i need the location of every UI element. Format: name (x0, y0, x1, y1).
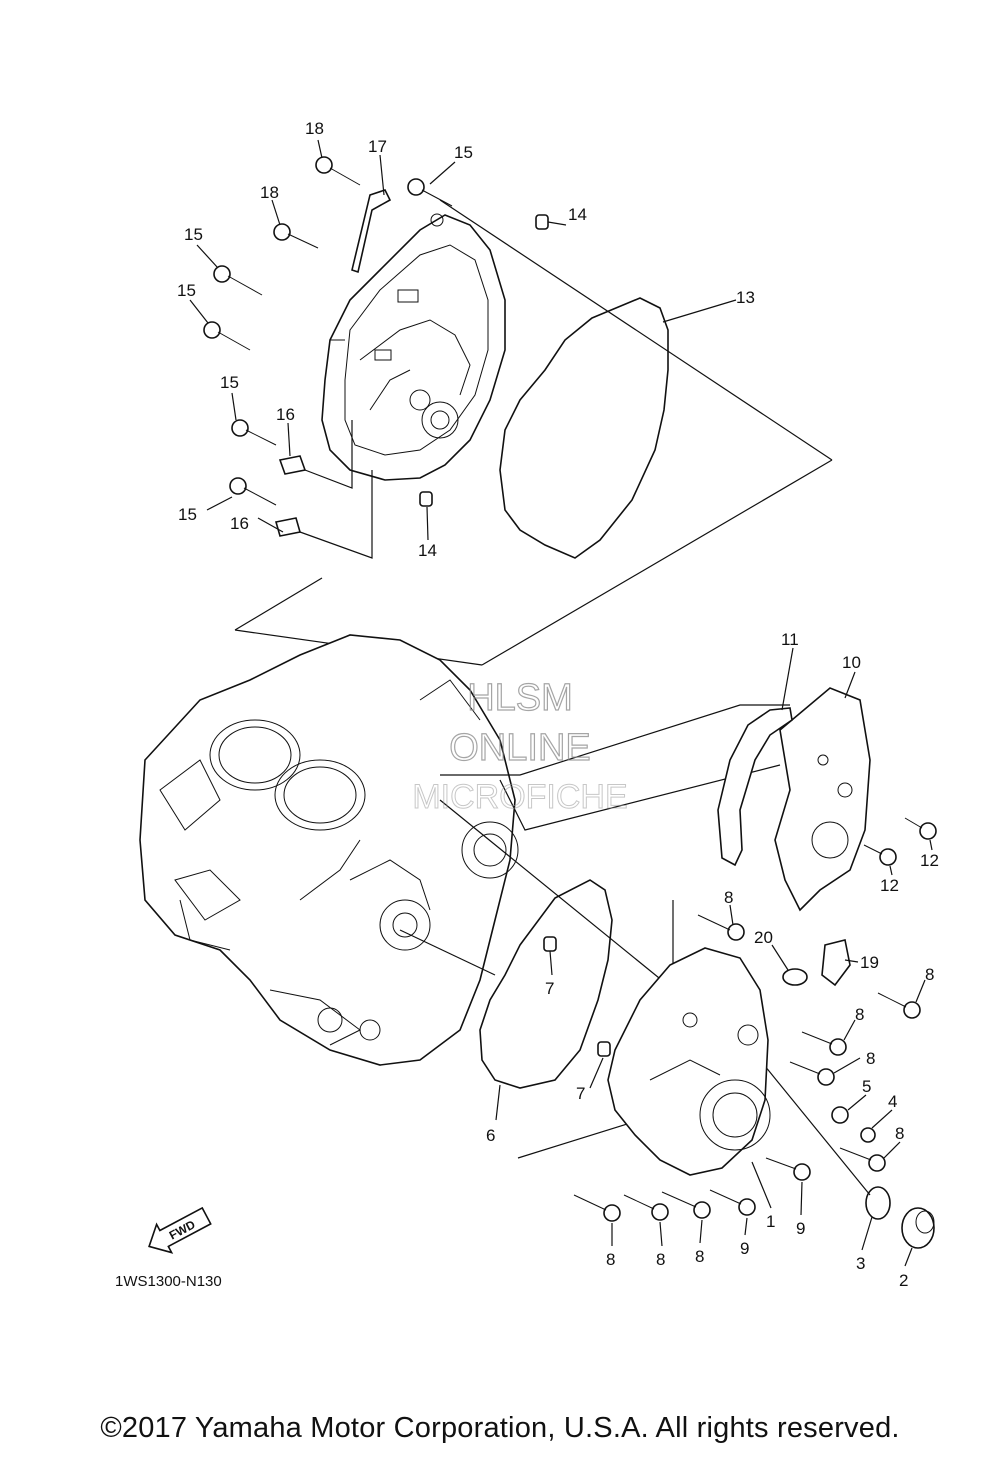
gasket-13 (499, 297, 669, 559)
callout-8h: 8 (606, 1250, 615, 1269)
cap-2 (901, 1207, 935, 1249)
callout-1: 1 (766, 1212, 775, 1231)
callout-11: 11 (781, 630, 799, 649)
callout-13: 13 (736, 288, 755, 307)
callout-16b: 16 (230, 514, 249, 533)
callout-12b: 12 (880, 876, 899, 895)
callout-8f: 8 (695, 1247, 704, 1266)
callout-19: 19 (860, 953, 879, 972)
callout-15c: 15 (177, 281, 196, 300)
callout-10: 10 (842, 653, 861, 672)
diagram-code: 1WS1300-N130 (115, 1273, 222, 1290)
callout-4: 4 (888, 1092, 897, 1111)
cover-1 (607, 947, 771, 1176)
callout-7a: 7 (545, 979, 554, 998)
callout-8a: 8 (724, 888, 733, 907)
callout-20: 20 (754, 928, 773, 947)
callout-15e: 15 (178, 505, 197, 524)
watermark-line2: ONLINE (449, 727, 590, 769)
callout-8b: 8 (925, 965, 934, 984)
callout-leaders (189, 139, 933, 1267)
callout-3: 3 (856, 1254, 865, 1273)
bolts-12 (863, 817, 937, 866)
dowel-7a (543, 936, 557, 952)
callout-14b: 14 (418, 541, 437, 560)
watermark: HLSM ONLINE MICROFICHE (412, 676, 628, 816)
gasket-6 (479, 879, 613, 1089)
callout-8c: 8 (855, 1005, 864, 1024)
plug-4 (860, 1127, 876, 1143)
callout-14a: 14 (568, 205, 587, 224)
bracket-11 (717, 707, 793, 867)
callout-7b: 7 (576, 1084, 585, 1103)
callout-18b: 18 (260, 183, 279, 202)
callout-8d: 8 (866, 1049, 875, 1068)
upper-crankcase-cover (274, 189, 549, 537)
oil-filler-cap (782, 939, 851, 987)
callout-15a: 15 (454, 143, 473, 162)
watermark-line3: MICROFICHE (412, 778, 627, 816)
fwd-arrow: FWD (148, 1206, 212, 1254)
reference-lines-upper (234, 199, 833, 666)
washer-5 (831, 1106, 849, 1124)
callout-17: 17 (368, 137, 387, 156)
callout-18a: 18 (305, 119, 324, 138)
callout-labels: 18 17 15 18 14 15 13 15 15 16 15 16 14 1… (177, 119, 939, 1290)
lower-bolts (573, 914, 921, 1222)
callout-8e: 8 (895, 1124, 904, 1143)
callout-15d: 15 (220, 373, 239, 392)
callout-9a: 9 (796, 1219, 805, 1238)
callout-12a: 12 (920, 851, 939, 870)
copyright-notice: ©2017 Yamaha Motor Corporation, U.S.A. A… (100, 1412, 900, 1444)
callout-8g: 8 (656, 1250, 665, 1269)
watermark-line1: HLSM (467, 677, 573, 719)
callout-15b: 15 (184, 225, 203, 244)
crankcase-body (139, 634, 519, 1066)
dowel-7b (597, 1041, 611, 1057)
o-ring-3 (865, 1186, 891, 1220)
callout-16a: 16 (276, 405, 295, 424)
cover-10 (774, 687, 871, 912)
callout-9b: 9 (740, 1239, 749, 1258)
upper-bolts (203, 156, 453, 506)
callout-5: 5 (862, 1077, 871, 1096)
callout-6: 6 (486, 1126, 495, 1145)
callout-2: 2 (899, 1271, 908, 1290)
